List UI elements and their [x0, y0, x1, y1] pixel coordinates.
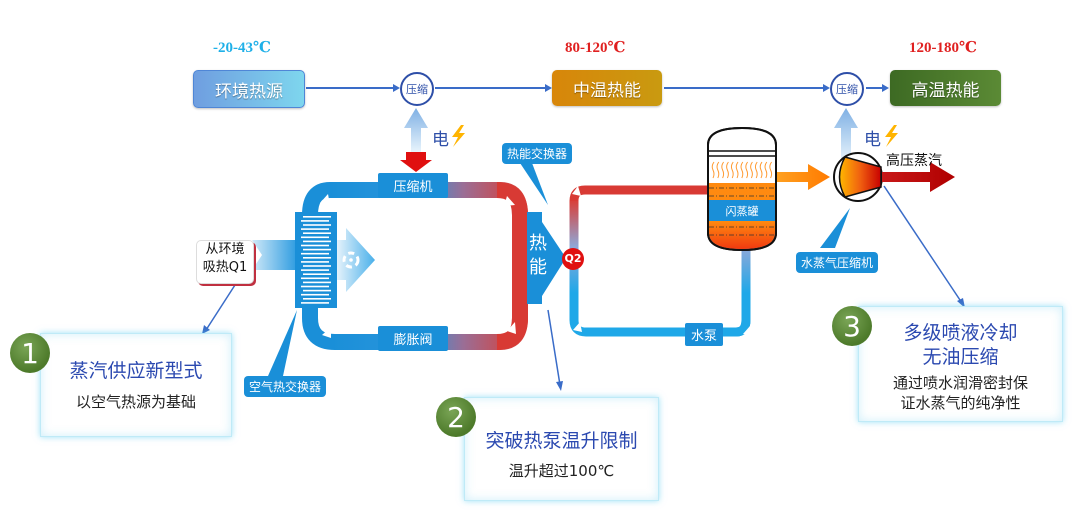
flash-tank-label: 闪蒸罐	[725, 205, 759, 218]
exchanger-fin	[303, 298, 331, 300]
fan-icon	[342, 251, 360, 269]
steam-wave	[735, 161, 739, 179]
feature-card-2: 突破热泵温升限制 温升超过100℃	[464, 397, 659, 501]
lightning-icon	[452, 125, 465, 147]
expansion-valve-label: 膨胀阀	[378, 326, 448, 351]
compress-node-2: 压缩	[830, 72, 864, 106]
steam-wave	[750, 161, 753, 179]
exchanger-fin	[303, 273, 331, 275]
heat-energy-char-2: 能	[529, 257, 547, 278]
steam-wave	[726, 161, 729, 179]
exchanger-fin	[301, 220, 329, 222]
steam-wave	[721, 161, 725, 179]
ambient-heat-source-box: 环境热源	[193, 70, 305, 108]
steam-wave	[711, 161, 715, 179]
card-3-subtitle: 通过喷水润滑密封保 证水蒸气的纯净性	[859, 373, 1062, 413]
pointer-lines	[202, 185, 965, 391]
medium-temperature: 80-120℃	[565, 40, 626, 56]
steam-wave	[769, 161, 773, 179]
steam-wave	[745, 161, 749, 179]
electricity-label-2: 电	[864, 130, 881, 150]
exchanger-fin	[303, 232, 331, 234]
badge-3: 3	[832, 306, 872, 346]
steam-wave	[759, 161, 763, 179]
steam-compressor-icon	[833, 152, 883, 202]
exchanger-fin	[301, 269, 329, 271]
air-heat-exchanger	[295, 212, 337, 308]
heat-energy-arrow	[527, 212, 566, 304]
medium-heat-box: 中温热能	[552, 70, 662, 106]
steam-wave	[730, 161, 734, 179]
card-3-title: 多级喷液冷却 无油压缩	[859, 321, 1062, 369]
air-flow-arrow	[337, 228, 375, 292]
high-pressure-steam-label: 高压蒸汽	[886, 153, 942, 169]
badge-2: 2	[436, 397, 476, 437]
electricity-arrow-1	[404, 108, 428, 152]
flash-tank	[707, 126, 777, 252]
callout-tail-heat-exchanger	[520, 163, 548, 205]
card-3-line-2: 证水蒸气的纯净性	[900, 394, 1021, 412]
high-temperature: 120-180℃	[909, 40, 977, 56]
ambient-temperature: -20-43℃	[213, 40, 271, 56]
exchanger-fin	[303, 240, 331, 243]
lightning-icon	[885, 125, 898, 147]
heat-exchanger-label: 热能交换器	[502, 143, 573, 164]
card-1-subtitle: 以空气热源为基础	[75, 393, 196, 411]
top-flow-lines	[306, 84, 889, 92]
electricity-label-1: 电	[432, 130, 449, 150]
exchanger-fin	[303, 265, 331, 267]
card-3-title-line-1: 多级喷液冷却	[903, 322, 1018, 344]
steam-wave	[764, 161, 768, 179]
callout-tail-steam-compressor	[820, 208, 850, 248]
absorb-heat-label: 从环境 吸热Q1	[196, 240, 254, 284]
absorb-line-2: 吸热Q1	[202, 260, 248, 275]
steam-compressor-label: 水蒸气压缩机	[796, 252, 879, 273]
exchanger-fin	[303, 281, 331, 284]
exchanger-fin	[301, 302, 329, 304]
exchanger-fin	[303, 257, 331, 259]
exchanger-fin	[301, 252, 329, 255]
exchanger-fin	[301, 261, 329, 263]
feature-card-3: 多级喷液冷却 无油压缩 通过喷水润滑密封保 证水蒸气的纯净性	[858, 306, 1063, 422]
steam-wave	[740, 161, 744, 179]
exchanger-fin	[303, 224, 331, 226]
high-heat-box: 高温热能	[890, 70, 1001, 106]
feature-card-1: 蒸汽供应新型式 以空气热源为基础	[40, 333, 232, 437]
heat-energy-label: 热 能	[529, 232, 547, 280]
exchanger-fin	[301, 293, 329, 296]
exchanger-fin	[303, 248, 331, 251]
exchanger-fin	[301, 228, 329, 230]
power-input-arrow	[400, 152, 432, 172]
absorb-line-1: 从环境	[205, 242, 245, 257]
card-3-line-1: 通过喷水润滑密封保	[892, 374, 1028, 392]
exchanger-fin	[303, 289, 331, 292]
compress-node-1: 压缩	[400, 72, 434, 106]
steam-wave	[716, 161, 720, 179]
exchanger-fin	[303, 216, 331, 218]
air-heat-exchanger-label: 空气热交换器	[244, 376, 327, 397]
exchanger-fin	[301, 285, 329, 288]
water-loop	[569, 185, 751, 337]
q2-badge	[562, 248, 584, 270]
exchanger-fin	[301, 244, 329, 247]
steam-wave	[754, 161, 758, 179]
card-2-subtitle: 温升超过100℃	[508, 462, 615, 480]
card-3-title-line-2: 无油压缩	[922, 346, 999, 368]
badge-1: 1	[10, 333, 50, 373]
card-2-title: 突破热泵温升限制	[485, 430, 638, 452]
card-1-title: 蒸汽供应新型式	[69, 360, 203, 382]
heat-energy-char-1: 热	[529, 233, 547, 254]
steam-flow-arrow	[777, 164, 830, 190]
q2-label: Q2	[564, 252, 582, 265]
high-pressure-steam-arrow	[882, 162, 955, 192]
ambient-heat-arrow	[252, 240, 298, 270]
compressor-label: 压缩机	[378, 173, 448, 198]
electricity-arrow-2	[834, 108, 858, 162]
water-pump-label: 水泵	[685, 323, 724, 346]
callout-tail-air-exchanger	[268, 310, 297, 376]
exchanger-fin	[301, 236, 329, 239]
exchanger-fin	[301, 277, 329, 280]
